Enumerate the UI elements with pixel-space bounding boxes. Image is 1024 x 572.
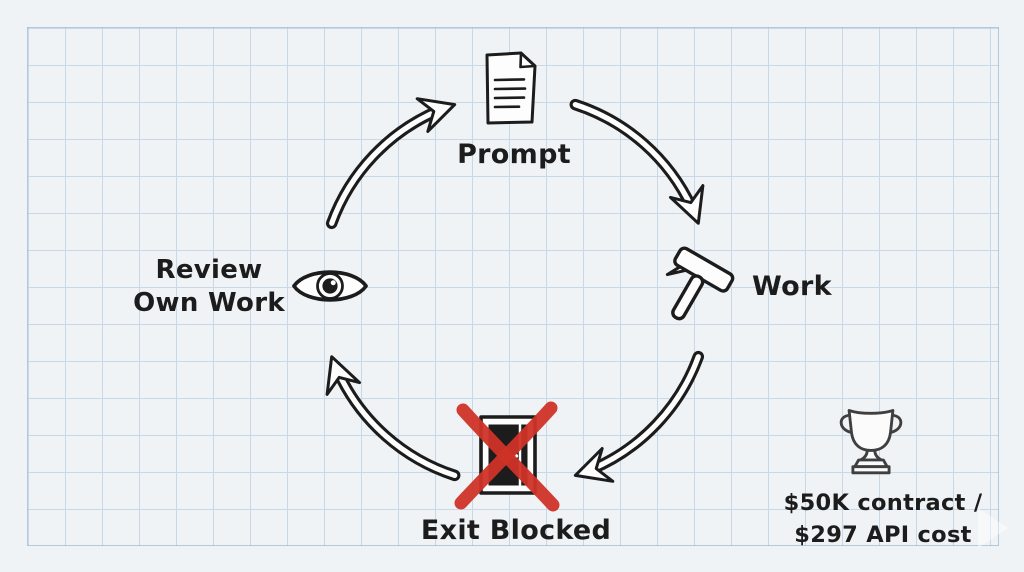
arrow-work-to-exit [573,350,705,483]
hammer-icon [665,246,735,321]
arrow-review-to-prompt [325,97,457,230]
arrow-exit-to-review [325,355,461,482]
prompt-label: Prompt [457,139,571,170]
arrowhead-icon [669,184,705,225]
arrowhead-icon [573,447,615,483]
arrow-prompt-to-work [569,98,705,225]
eye-icon [292,270,368,302]
arrowhead-icon [415,97,457,133]
api-cost-line: $297 API cost [794,521,972,548]
exit-blocked-label: Exit Blocked [420,515,612,546]
document-icon [485,51,537,125]
arrowhead-icon [325,355,361,396]
work-label: Work [752,271,832,302]
door-blocked-icon [454,401,560,512]
red-x-mark [454,401,560,512]
review-own-work-label: Review Own Work [112,254,306,321]
trophy-icon [839,409,903,475]
contract-line: $50K contract / [783,490,983,516]
review-label-line2: Own Work [133,288,285,319]
review-label-line1: Review [155,255,263,285]
watermark-triangle [978,508,1008,548]
contract-cost-caption: $50K contract / $297 API cost [766,488,1000,552]
